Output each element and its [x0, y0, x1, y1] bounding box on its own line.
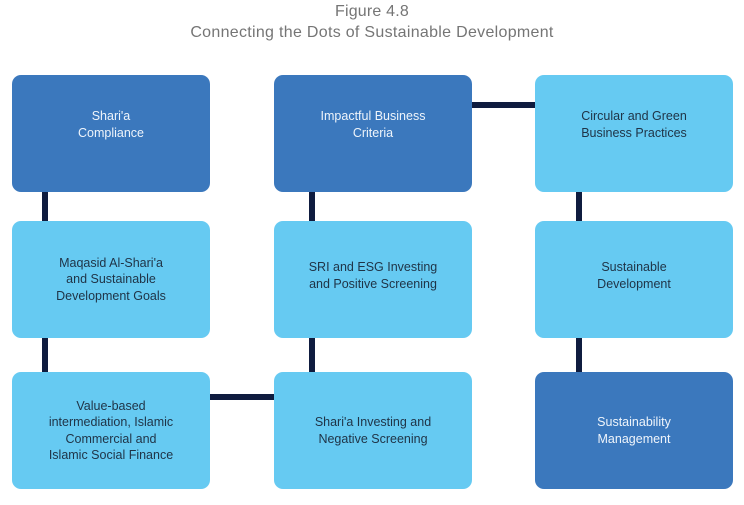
node-maqasid-sdgs: Maqasid Al-Shari'a and Sustainable Devel…: [12, 221, 210, 338]
node-sharia-compliance: Shari'a Compliance: [12, 75, 210, 192]
node-sri-esg-investing: SRI and ESG Investing and Positive Scree…: [274, 221, 472, 338]
connector-circular-green-to-sustainable-development: [576, 190, 582, 223]
node-sustainability-management: Sustainability Management: [535, 372, 733, 489]
node-value-based-intermediation: Value-based intermediation, Islamic Comm…: [12, 372, 210, 489]
connector-impactful-business-to-circular-green: [470, 102, 537, 108]
connector-maqasid-to-value-based: [42, 337, 48, 374]
figure-number: Figure 4.8: [334, 3, 410, 20]
connector-sharia-investing-to-sri-esg: [309, 337, 315, 374]
node-impactful-business-criteria: Impactful Business Criteria: [274, 75, 472, 192]
connector-sharia-compliance-to-maqasid: [42, 190, 48, 223]
figure-title: Connecting the Dots of Sustainable Devel…: [190, 24, 554, 41]
connector-sustainable-development-to-sustainability-management: [576, 337, 582, 374]
connector-value-based-to-sharia-investing: [208, 394, 276, 400]
figure-header: Figure 4.8 Connecting the Dots of Sustai…: [0, 2, 744, 44]
node-sharia-investing: Shari'a Investing and Negative Screening: [274, 372, 472, 489]
node-circular-green-business: Circular and Green Business Practices: [535, 75, 733, 192]
node-sustainable-development: Sustainable Development: [535, 221, 733, 338]
connector-sri-esg-to-impactful-business: [309, 190, 315, 223]
